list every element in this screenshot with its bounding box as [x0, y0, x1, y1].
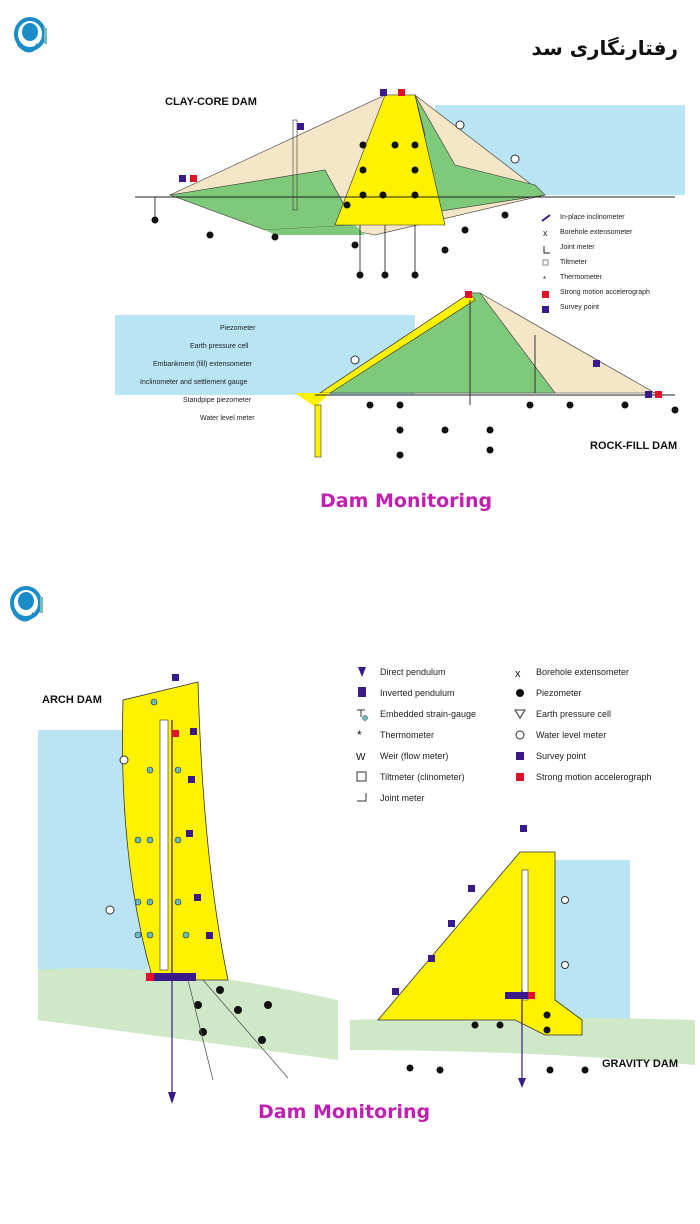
caption-top: Dam Monitoring	[320, 490, 493, 512]
svg-text:*: *	[543, 275, 546, 284]
company-logo-icon	[14, 17, 47, 53]
legend-embankment-extensometer: Embankment (fill) extensometer	[153, 361, 252, 368]
legend-earth-pressure-cell: Earth pressure cell	[190, 343, 249, 350]
svg-text:*: *	[357, 728, 362, 742]
gravity-dam-label: GRAVITY DAM	[602, 1058, 678, 1070]
legend-tiltmeter-bottom: Tiltmeter (clinometer)	[380, 772, 465, 782]
legend-tiltmeter: Tiltmeter	[560, 259, 587, 266]
legend-direct-pendulum: Direct pendulum	[380, 667, 446, 677]
legend-survey-point: Survey point	[560, 304, 599, 311]
svg-text:x: x	[515, 668, 521, 680]
legend-borehole-extensometer: Borehole extensometer	[560, 229, 633, 236]
legend-embedded-strain-gauge: Embedded strain-gauge	[380, 709, 477, 719]
legend-thermometer: Thermometer	[560, 274, 603, 281]
arch-dam-diagram	[38, 660, 338, 1105]
svg-text:x: x	[543, 228, 548, 238]
legend-thermometer-bottom: Thermometer	[380, 730, 435, 740]
legend-piezometer: Piezometer	[220, 325, 256, 332]
legend-water-level-meter: Water level meter	[200, 415, 255, 422]
arch-dam-label: ARCH DAM	[42, 694, 102, 706]
legend-accelerograph-bottom: Strong motion accelerograph	[536, 772, 652, 782]
caption-bottom: Dam Monitoring	[258, 1101, 431, 1123]
company-logo-icon	[10, 586, 43, 622]
top-legend-right-icons: x *	[541, 214, 551, 313]
legend-standpipe-piezometer: Standpipe piezometer	[183, 397, 252, 404]
legend-inverted-pendulum: Inverted pendulum	[380, 688, 455, 698]
page-title: رفتارنگاری سد	[531, 36, 678, 60]
clay-core-dam-diagram	[115, 75, 685, 465]
legend-inclinometer-settlement: Inclinometer and settlement gauge	[140, 379, 248, 386]
legend-accelerograph: Strong motion accelerograph	[560, 289, 650, 296]
legend-joint-meter-bottom: Joint meter	[380, 793, 425, 803]
bottom-legend-col1-icons: * W	[356, 667, 368, 802]
bottom-legend-col2-icons: x	[514, 668, 526, 781]
legend-joint-meter: Joint meter	[560, 244, 595, 251]
legend-earth-pressure-cell-bottom: Earth pressure cell	[536, 709, 612, 719]
svg-text:W: W	[356, 752, 366, 763]
legend-water-level-meter-bottom: Water level meter	[536, 730, 607, 740]
legend-inclinometer: In-place inclinometer	[560, 214, 625, 221]
clay-core-dam-label: CLAY-CORE DAM	[165, 96, 257, 108]
legend-borehole-extensometer-bottom: Borehole extensometer	[536, 667, 630, 677]
gravity-dam-diagram	[350, 820, 695, 1090]
legend-survey-point-bottom: Survey point	[536, 751, 587, 761]
rock-fill-dam-label: ROCK-FILL DAM	[590, 440, 678, 452]
legend-piezometer-bottom: Piezometer	[536, 688, 582, 698]
legend-weir: Weir (flow meter)	[380, 751, 449, 761]
